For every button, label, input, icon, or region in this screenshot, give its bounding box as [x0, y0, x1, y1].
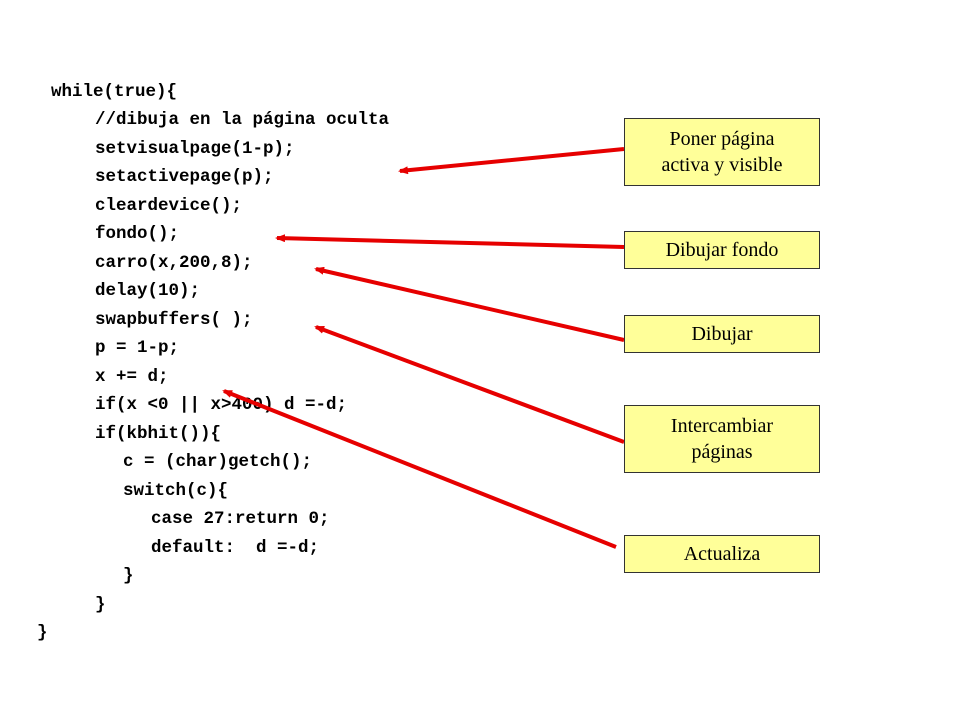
code-line-11: x += d;	[95, 367, 169, 387]
code-line-12: if(x <0 || x>400) d =-d;	[95, 395, 348, 415]
code-line-7: carro(x,200,8);	[95, 253, 253, 273]
arrow-dibujar-fondo	[275, 234, 625, 249]
code-line-14: c = (char)getch();	[123, 452, 313, 472]
code-line-6: fondo();	[95, 224, 180, 244]
label-intercambiar-line1: Intercambiar	[670, 415, 774, 437]
label-dibujar: Dibujar	[624, 315, 820, 353]
code-line-15: switch(c){	[123, 481, 229, 501]
code-line-16: case 27:return 0;	[151, 509, 330, 529]
label-intercambiar-line2: páginas	[691, 441, 753, 463]
code-line-17: default: d =-d;	[151, 538, 320, 558]
label-dibujar-fondo-text: Dibujar fondo	[665, 239, 779, 261]
code-line-4: setactivepage(p);	[95, 167, 274, 187]
arrow-intercambiar	[314, 325, 625, 444]
code-line-19: }	[95, 595, 106, 615]
arrow-poner-pagina	[398, 147, 625, 175]
label-poner-pagina-line2: activa y visible	[661, 154, 783, 176]
code-line-13: if(kbhit()){	[95, 424, 222, 444]
label-actualiza-text: Actualiza	[683, 543, 761, 565]
label-intercambiar: Intercambiar páginas	[624, 405, 820, 473]
label-poner-pagina-line1: Poner página	[669, 128, 775, 150]
arrow-actualiza	[222, 389, 617, 549]
label-actualiza: Actualiza	[624, 535, 820, 573]
code-line-3: setvisualpage(1-p);	[95, 139, 295, 159]
code-line-8: delay(10);	[95, 281, 201, 301]
code-line-9: swapbuffers( );	[95, 310, 253, 330]
label-dibujar-fondo: Dibujar fondo	[624, 231, 820, 269]
code-line-5: cleardevice();	[95, 196, 243, 216]
code-line-20: }	[37, 623, 48, 643]
code-line-18: }	[123, 566, 134, 586]
label-dibujar-text: Dibujar	[691, 323, 753, 345]
code-line-1: while(true){	[51, 82, 178, 102]
label-poner-pagina: Poner página activa y visible	[624, 118, 820, 186]
code-line-2: //dibuja en la página oculta	[95, 110, 390, 130]
arrow-dibujar	[314, 266, 625, 342]
code-line-10: p = 1-p;	[95, 338, 180, 358]
